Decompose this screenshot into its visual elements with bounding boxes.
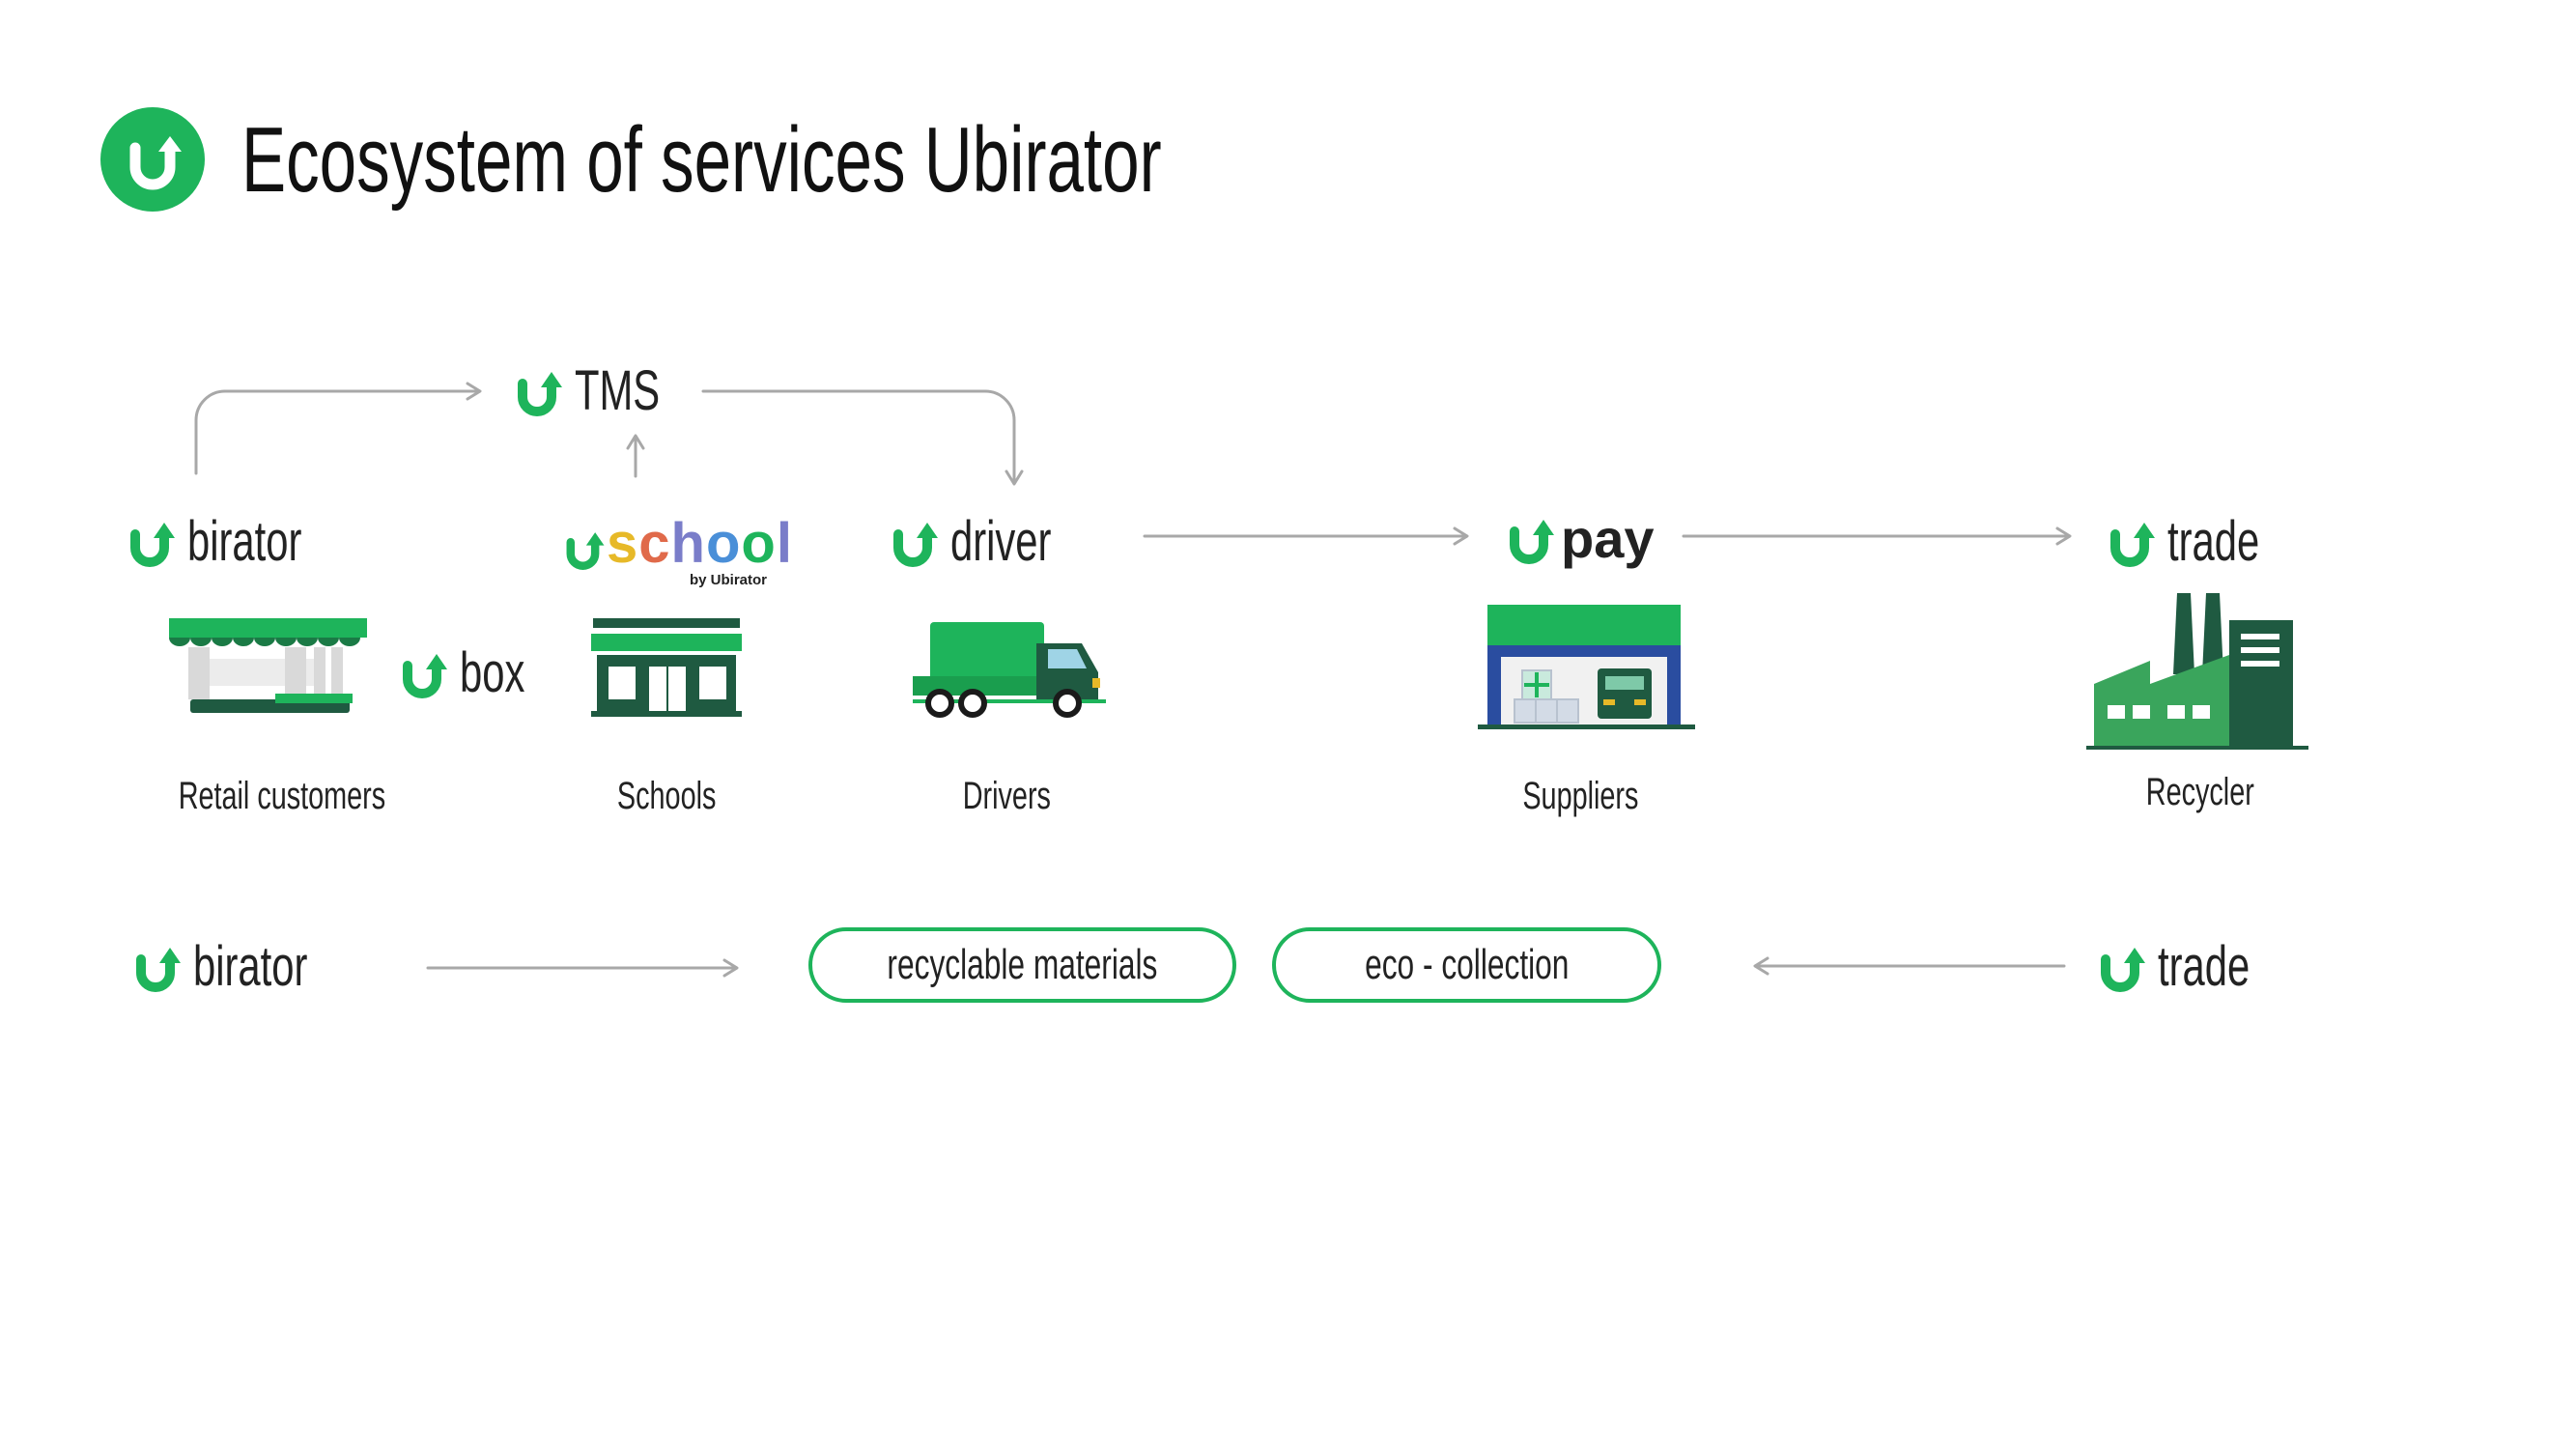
warehouse-icon [1478,605,1695,729]
arrow-birator-tms [194,389,481,475]
caption-recycler: Recycler [2145,771,2255,813]
u-logo-icon [2110,523,2155,567]
bottom-birator-brand: birator [133,939,352,995]
ubirator-logo-icon [100,107,205,212]
u-logo-icon [566,532,605,570]
arrow-tms-driver [701,389,1016,485]
caption-drivers: Drivers [962,775,1051,817]
u-logo-icon [136,948,181,992]
header-logo [100,107,205,216]
driver-brand: driver [891,514,1090,570]
u-logo-icon [2101,948,2145,992]
bottom-trade-brand: trade [2098,939,2285,995]
page-title: Ecosystem of services Ubirator [241,108,1162,212]
school-icon [591,618,742,717]
pay-brand: pay [1507,512,1655,566]
caption-suppliers: Suppliers [1521,775,1639,817]
uschool-brand: school by Ubirator [564,516,793,588]
caption-retail: Retail customers [178,775,386,817]
store-icon [169,618,367,713]
u-logo-icon [130,523,175,567]
uschool-byline: by Ubirator [689,572,767,588]
trade-brand: trade [2108,514,2295,570]
caption-schools: Schools [616,775,717,817]
u-logo-icon [893,523,938,567]
factory-icon [2086,593,2308,750]
truck-icon [913,622,1106,718]
u-logo-icon [403,654,447,698]
tms-brand: TMS [515,363,693,419]
birator-brand: birator [127,514,346,570]
recyclable-materials-pill: recyclable materials [808,927,1236,1003]
eco-collection-pill: eco - collection [1272,927,1661,1003]
box-brand: box [400,645,551,701]
u-logo-icon [518,372,562,416]
u-logo-icon [1510,520,1554,564]
